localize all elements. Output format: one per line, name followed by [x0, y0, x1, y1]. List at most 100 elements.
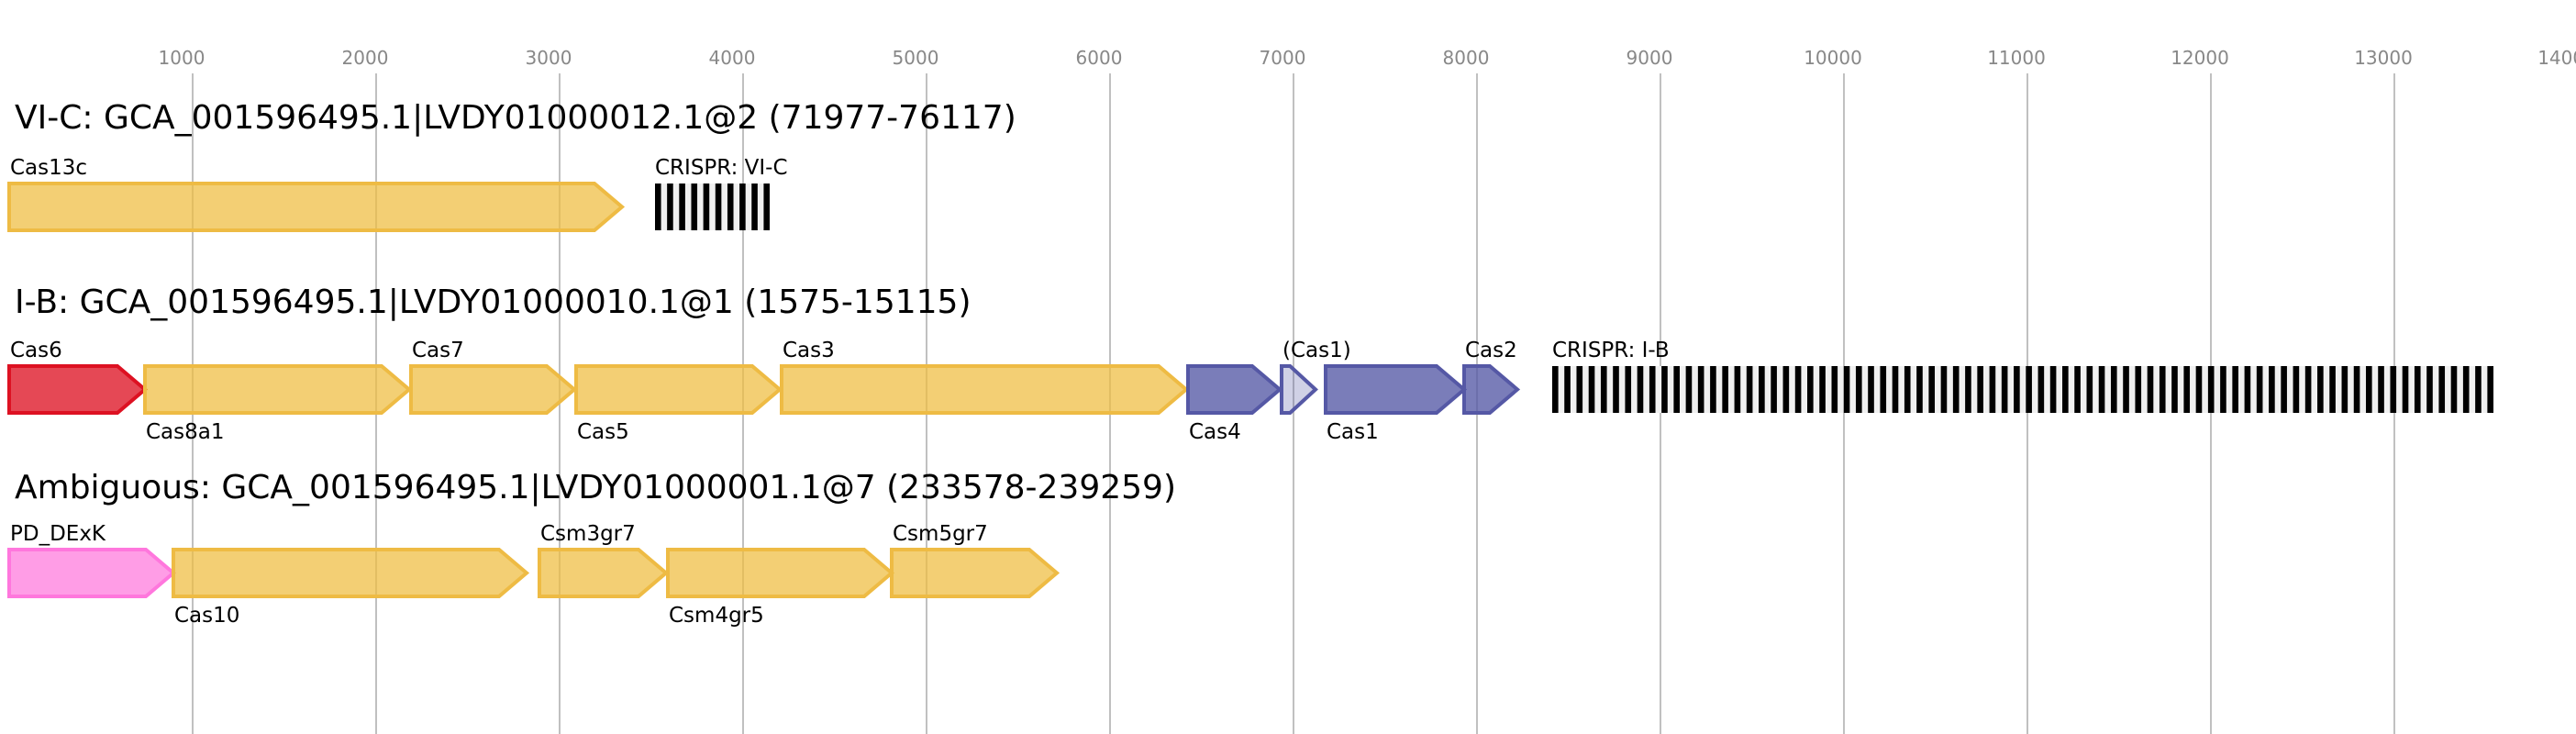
gene-label: Cas5: [577, 420, 629, 444]
crispr-repeat: [2062, 366, 2069, 413]
crispr-repeat: [763, 184, 770, 230]
axis-tick-label: 4000: [709, 47, 756, 69]
axis-tick-label: 11000: [1987, 47, 2046, 69]
crispr-repeat: [1807, 366, 1814, 413]
crispr-repeat: [2269, 366, 2275, 413]
crispr-repeat: [1759, 366, 1765, 413]
crispr-label: CRISPR: VI-C: [655, 156, 788, 180]
crispr-repeat: [1965, 366, 1971, 413]
axis-tick-label: 2000: [342, 47, 389, 69]
crispr-repeat: [703, 184, 710, 230]
gene-arrow-cas5[interactable]: [574, 364, 783, 415]
crispr-repeat: [1613, 366, 1619, 413]
crispr-repeat: [1576, 366, 1583, 413]
locus-title: Ambiguous: GCA_001596495.1|LVDY01000001.…: [15, 469, 1176, 506]
crispr-repeat: [1588, 366, 1595, 413]
crispr-repeat: [1673, 366, 1681, 413]
crispr-repeat: [1794, 366, 1802, 413]
crispr-repeat: [1637, 366, 1644, 413]
crispr-repeat: [2256, 366, 2263, 413]
crispr-repeat: [2438, 366, 2446, 413]
crispr-repeat: [1916, 366, 1923, 413]
gene-arrow-cas8a1[interactable]: [143, 364, 413, 415]
crispr-repeat: [1600, 366, 1607, 413]
crispr-repeat: [2147, 366, 2154, 413]
crispr-repeat: [751, 184, 758, 230]
crispr-repeat: [1649, 366, 1656, 413]
crispr-array[interactable]: [1552, 366, 2493, 413]
gene-arrow-cas7[interactable]: [409, 364, 578, 415]
crispr-repeat: [1722, 366, 1728, 413]
gene-label: PD_DExK: [10, 522, 106, 546]
gene-label: Cas7: [412, 339, 464, 362]
crispr-repeat: [2402, 366, 2409, 413]
gene-arrow-cas4[interactable]: [1186, 364, 1283, 415]
crispr-repeat: [1940, 366, 1948, 413]
crispr-repeat: [2487, 366, 2493, 413]
crispr-repeat: [2207, 366, 2215, 413]
crispr-label: CRISPR: I-B: [1552, 339, 1670, 362]
gene-arrow-cas13c[interactable]: [7, 182, 626, 232]
crispr-repeat: [1952, 366, 1960, 413]
crispr-array[interactable]: [655, 184, 770, 230]
crispr-repeat: [2232, 366, 2238, 413]
loci: VI-C: GCA_001596495.1|LVDY01000012.1@2 (…: [7, 99, 2493, 628]
gene-label: Cas6: [10, 339, 62, 362]
crispr-repeat: [1782, 366, 1790, 413]
crispr-repeat: [2281, 366, 2287, 413]
crispr-spacers: [655, 184, 770, 230]
gene-arrow-cas10[interactable]: [172, 548, 530, 598]
crispr-repeat: [1928, 366, 1936, 413]
crispr-repeat: [1685, 366, 1693, 413]
crispr-repeat: [2426, 366, 2433, 413]
crispr-repeat: [1771, 366, 1777, 413]
locus-row: I-B: GCA_001596495.1|LVDY01000010.1@1 (1…: [7, 284, 2493, 444]
gene-arrow-cas3[interactable]: [780, 364, 1190, 415]
crispr-repeat: [1892, 366, 1899, 413]
crispr-repeat: [2183, 366, 2191, 413]
crispr-repeat: [2037, 366, 2045, 413]
crispr-repeat: [1552, 366, 1559, 413]
gene-arrow-cas1[interactable]: [1280, 364, 1318, 415]
gene-arrow-cas6[interactable]: [7, 364, 149, 415]
crispr-repeat: [1710, 366, 1716, 413]
crispr-repeat: [2244, 366, 2251, 413]
crispr-repeat: [2293, 366, 2300, 413]
crispr-repeat: [2220, 366, 2226, 413]
crispr-repeat: [2159, 366, 2166, 413]
crispr-repeat: [1625, 366, 1632, 413]
crispr-repeat: [1564, 366, 1571, 413]
crispr-repeat: [679, 184, 685, 230]
axis-tick-label: 12000: [2171, 47, 2229, 69]
axis-tick-label: 9000: [1627, 47, 1673, 69]
crispr-repeat: [1855, 366, 1862, 413]
gene-label: Csm4gr5: [669, 604, 764, 628]
crispr-repeat: [2462, 366, 2470, 413]
crispr-repeat: [691, 184, 698, 230]
gene-arrow-csm4gr5[interactable]: [666, 548, 895, 598]
crispr-repeat: [2450, 366, 2458, 413]
gene-arrow-cas1[interactable]: [1324, 364, 1468, 415]
locus-title: VI-C: GCA_001596495.1|LVDY01000012.1@2 (…: [15, 99, 1016, 137]
crispr-repeat: [2317, 366, 2324, 413]
gene-arrow-cas2[interactable]: [1462, 364, 1521, 415]
locus-row: VI-C: GCA_001596495.1|LVDY01000012.1@2 (…: [7, 99, 1016, 232]
crispr-repeat: [2026, 366, 2032, 413]
crispr-repeat: [2195, 366, 2203, 413]
crispr-repeat: [715, 184, 722, 230]
gene-arrow-csm5gr7[interactable]: [890, 548, 1060, 598]
crispr-repeat: [655, 184, 661, 230]
gene-arrow-csm3gr7[interactable]: [538, 548, 670, 598]
crispr-repeat: [1661, 366, 1668, 413]
crispr-repeat: [2475, 366, 2482, 413]
crispr-repeat: [667, 184, 673, 230]
gene-arrow-pd_dexk[interactable]: [7, 548, 177, 598]
crispr-repeat: [1734, 366, 1741, 413]
crispr-spacers: [1552, 366, 2493, 413]
crispr-repeat: [2014, 366, 2020, 413]
axis-tick-label: 5000: [893, 47, 939, 69]
crispr-repeat: [2110, 366, 2117, 413]
crispr-repeat: [1880, 366, 1887, 413]
crispr-repeat: [1977, 366, 1983, 413]
crispr-repeat: [727, 184, 734, 230]
